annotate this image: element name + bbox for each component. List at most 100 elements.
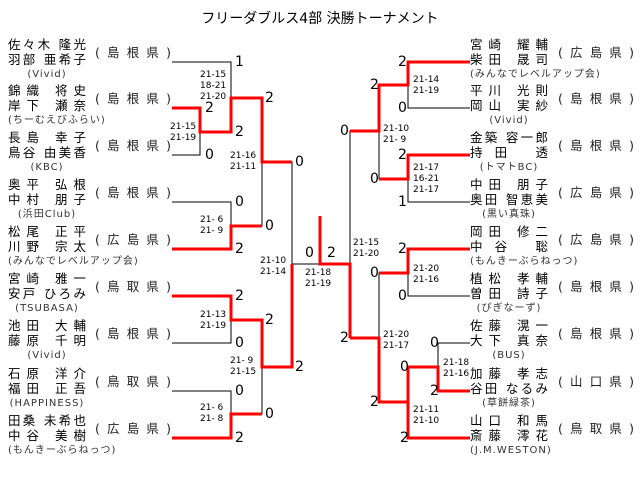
game-score: 21-19 <box>200 321 227 331</box>
prefecture-label: (山口県) <box>558 374 634 389</box>
club-name: (もんきーぶらねっつ) <box>8 445 117 456</box>
prefecture-label: (鳥取県) <box>95 374 171 389</box>
club-name: (浜田Club) <box>17 209 77 220</box>
player-name: 岡田 修二 <box>470 224 548 239</box>
prefecture-label: (島根県) <box>558 279 634 294</box>
match-points: 2 <box>430 383 439 399</box>
match-points: 0 <box>205 147 214 163</box>
match-points: 0 <box>398 288 407 304</box>
game-score: 21-20 <box>383 330 410 340</box>
game-score: 21-10 <box>413 416 440 426</box>
team-entry: 山口 和馬斎藤 澪花(J.M.WESTON) <box>470 413 552 458</box>
team-entry: 佐々木 隆光羽部 亜希子(Vivid) <box>8 37 86 82</box>
game-score: 21-14 <box>260 267 287 277</box>
player-name: 福田 正吾 <box>8 381 86 396</box>
match-points: 0 <box>400 359 409 375</box>
prefecture-label: (広島県) <box>558 232 634 247</box>
match-points: 0 <box>370 171 379 187</box>
game-score: 21-19 <box>170 133 197 143</box>
player-name: 安戸 ひろみ <box>8 286 86 301</box>
game-score: 21-20 <box>200 92 227 102</box>
match-points: 0 <box>305 245 314 261</box>
game-score: 21- 9 <box>200 226 224 236</box>
game-score: 18-21 <box>200 81 227 91</box>
player-name: 錦織 将史 <box>8 83 86 98</box>
game-score: 21-17 <box>383 341 410 351</box>
team-entry: 平川 光則岡山 実紗(Vivid) <box>470 83 548 128</box>
player-name: 谷田 なるみ <box>470 381 548 396</box>
prefecture-label: (広島県) <box>558 45 634 60</box>
player-name: 宮崎 耀輔 <box>470 37 548 52</box>
prefecture-label: (島根県) <box>95 138 171 153</box>
match-points: 2 <box>398 54 407 70</box>
prefecture-label: (鳥取県) <box>95 279 171 294</box>
match-points: 2 <box>327 245 336 261</box>
prefecture-label: (島根県) <box>95 185 171 200</box>
club-name: (みんなでレベルアップ会) <box>8 256 139 267</box>
player-name: 中谷 美樹 <box>8 428 86 443</box>
prefecture-label: (島根県) <box>95 326 171 341</box>
game-score: 21-10 <box>383 124 410 134</box>
prefecture-label: (島根県) <box>558 138 634 153</box>
team-entry: 奥平 弘根中村 朋子(浜田Club) <box>8 177 86 222</box>
prefecture-label: (島根県) <box>95 45 171 60</box>
team-entry: 金築 容一郎持田 透(トマトBC) <box>470 130 548 175</box>
player-name: 山口 和馬 <box>470 413 548 428</box>
club-name: (KBC) <box>30 162 64 173</box>
game-score: 21-10 <box>260 256 287 266</box>
match-points: 2 <box>205 100 214 116</box>
team-entry: 植松 孝輔曽田 詩子(ぴぎなーず) <box>470 271 548 316</box>
team-entry: 宮崎 耀輔柴田 晟司(みんなでレベルアップ会) <box>470 37 600 82</box>
player-name: 池田 大輔 <box>8 318 86 333</box>
match-points: 2 <box>295 359 304 375</box>
game-score: 21-19 <box>413 86 440 96</box>
player-name: 佐藤 滉一 <box>470 318 548 333</box>
game-score: 21-11 <box>413 405 440 415</box>
team-entry: 石原 洋介福田 正吾(HAPPINESS) <box>8 366 86 411</box>
club-name: (BUS) <box>492 350 526 361</box>
match-points: 2 <box>398 147 407 163</box>
player-name: 田桑 未希也 <box>8 413 86 428</box>
game-score: 16-21 <box>413 174 440 184</box>
player-name: 平川 光則 <box>470 83 548 98</box>
prefecture-label: (島根県) <box>558 326 634 341</box>
match-points: 0 <box>398 100 407 116</box>
game-score: 21-13 <box>200 310 227 320</box>
game-score: 21-17 <box>413 163 440 173</box>
player-name: 川野 宗太 <box>8 239 86 254</box>
game-score: 21-14 <box>413 75 440 85</box>
match-points: 2 <box>398 241 407 257</box>
player-name: 加藤 孝志 <box>470 366 548 381</box>
player-name: 曽田 詩子 <box>470 286 548 301</box>
match-points: 0 <box>265 406 274 422</box>
club-name: (J.M.WESTON) <box>470 445 552 456</box>
team-entry: 田桑 未希也中谷 美樹 (もんきーぶらねっつ) <box>8 413 117 458</box>
match-points: 0 <box>235 383 244 399</box>
player-name: 石原 洋介 <box>8 366 86 381</box>
player-name: 岸下 瀬奈 <box>8 98 86 113</box>
player-name: 金築 容一郎 <box>470 130 548 145</box>
player-name: 羽部 亜希子 <box>8 52 86 67</box>
prefecture-label: (広島県) <box>95 232 171 247</box>
prefecture-label: (鳥取県) <box>558 421 634 436</box>
club-name: (もんきーぶらねっつ) <box>470 256 579 267</box>
player-name: 佐々木 隆光 <box>8 37 86 52</box>
game-score: 21- 9 <box>230 356 254 366</box>
page-title: フリーダブルス4部 決勝トーナメント <box>201 11 439 27</box>
team-entry: 佐藤 滉一大下 真奈(BUS) <box>470 318 548 363</box>
